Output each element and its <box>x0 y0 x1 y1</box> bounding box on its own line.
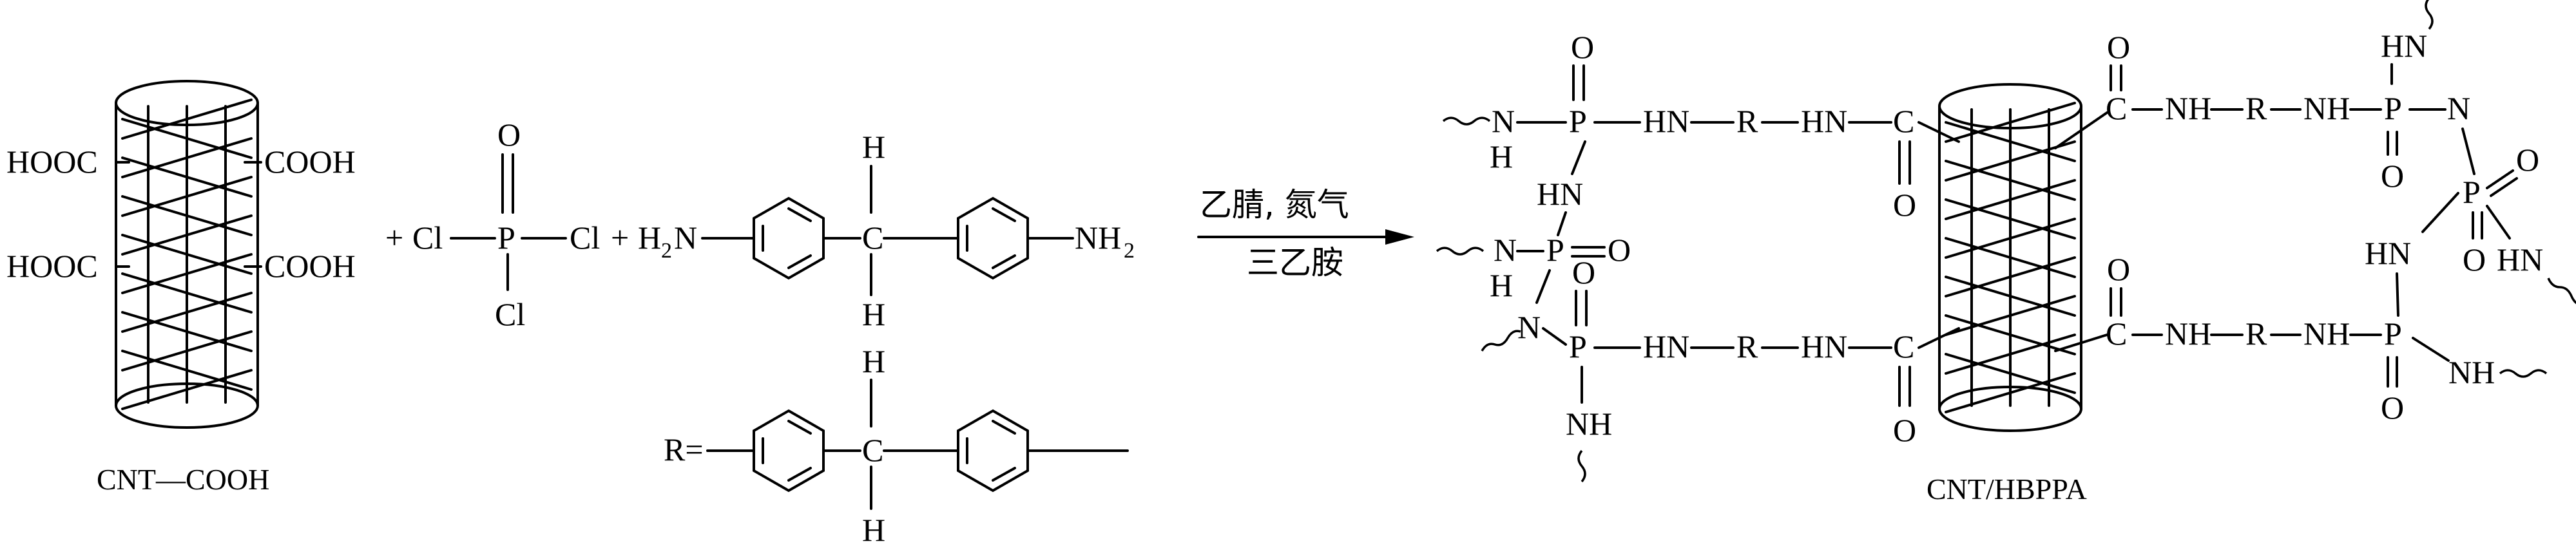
oxygen-label: O <box>2381 390 2404 426</box>
nh-label: NH <box>1566 406 1612 442</box>
r-prefix-label: R= <box>664 431 704 467</box>
nitrogen-label: N <box>1517 309 1541 345</box>
chlorine-label: Cl <box>570 220 600 256</box>
amine-nh-label: NH <box>1075 220 1121 256</box>
oxygen-label: O <box>2107 29 2130 65</box>
hn-label: HN <box>2497 241 2543 278</box>
oxygen-label: O <box>497 117 521 153</box>
hn-label: HN <box>1537 176 1583 212</box>
cnt-hbppa-caption: CNT/HBPPA <box>1927 473 2087 505</box>
amine-n-label: N <box>674 220 697 256</box>
oxygen-label: O <box>1571 29 1594 65</box>
carbonyl-c-label: C <box>1893 103 1914 139</box>
chlorine-label: Cl <box>495 296 525 332</box>
nh-label: NH <box>2165 90 2211 126</box>
phosphorus-label: P <box>1569 328 1587 364</box>
methylene-h-label: H <box>862 512 885 546</box>
chlorine-label: Cl <box>412 220 443 256</box>
oxygen-label: O <box>2381 158 2404 194</box>
cnt-hbppa-product: N H P O HN R HN C O HN N H P O N <box>1436 0 2576 505</box>
nitrogen-label: N <box>1494 232 1517 268</box>
carbonyl-c-label: C <box>2106 315 2127 352</box>
benzene-ring-icon <box>753 197 825 279</box>
r-label: R <box>1736 328 1758 364</box>
r-group-definition: R= C H H <box>664 343 1129 546</box>
nh-label: NH <box>2303 90 2350 126</box>
oxygen-label: O <box>1608 232 1631 268</box>
hn-label: HN <box>1643 328 1689 364</box>
cooh-group-label: HOOC <box>6 248 98 284</box>
oxygen-label: O <box>2107 251 2130 287</box>
hn-label: HN <box>1801 328 1847 364</box>
conditions-above: 乙腈, 氮气 <box>1200 186 1349 223</box>
carbonyl-c-label: C <box>1893 328 1914 364</box>
nh-label: NH <box>2303 315 2350 352</box>
oxygen-label: O <box>1572 254 1595 290</box>
plus-sign: + <box>385 220 403 256</box>
carbonyl-c-label: C <box>2106 90 2127 126</box>
amine-h-label: H <box>638 220 661 256</box>
conditions-below: 三乙胺 <box>1247 244 1343 281</box>
r-label: R <box>2245 90 2267 126</box>
phosphorus-label: P <box>2384 90 2402 126</box>
cnt-cooh: HOOC COOH HOOC COOH CNT—COOH <box>6 80 356 496</box>
plus-sign: + <box>611 220 629 256</box>
methylene-c-label: C <box>862 432 883 468</box>
nitrogen-label: N <box>2447 90 2470 126</box>
hn-label: HN <box>2381 28 2427 64</box>
nh-label: NH <box>2448 354 2495 390</box>
hn-label: HN <box>1643 103 1689 139</box>
nitrogen-label: N <box>1492 103 1515 139</box>
methylene-h-label: H <box>862 343 885 379</box>
oxygen-label: O <box>2463 241 2486 278</box>
carbon-nanotube-icon <box>115 80 259 429</box>
methylene-h-label: H <box>862 296 885 332</box>
r-label: R <box>2245 315 2267 352</box>
methylene-c-label: C <box>862 220 883 256</box>
phosphorus-label: P <box>1569 103 1587 139</box>
nh-label: NH <box>2165 315 2211 352</box>
cooh-group-label: COOH <box>264 248 356 284</box>
hydrogen-label: H <box>1490 267 1513 303</box>
benzene-ring-icon <box>957 197 1029 279</box>
oxygen-label: O <box>2516 142 2539 178</box>
cooh-group-label: HOOC <box>6 144 98 180</box>
methylene-h-label: H <box>862 129 885 165</box>
oxygen-label: O <box>1893 187 1916 223</box>
phosphorus-label: P <box>2384 315 2402 352</box>
r-label: R <box>1736 103 1758 139</box>
phosphorus-label: P <box>1546 232 1564 268</box>
oxygen-label: O <box>1893 412 1916 448</box>
amine-subscript: 2 <box>661 239 672 263</box>
hydrogen-label: H <box>1490 138 1513 174</box>
methylenedianiline: + H 2 N C H H NH 2 <box>611 129 1135 332</box>
carbon-nanotube-icon <box>1938 83 2082 432</box>
amine-subscript: 2 <box>1124 239 1135 263</box>
phosphorus-label: P <box>497 220 515 256</box>
phosphoryl-chloride: + Cl P Cl O Cl <box>385 117 600 332</box>
cooh-group-label: COOH <box>264 144 356 180</box>
hn-label: HN <box>2365 235 2411 271</box>
phosphorus-label: P <box>2463 174 2481 210</box>
cnt-cooh-caption: CNT—COOH <box>97 463 269 496</box>
reaction-arrow: 乙腈, 氮气 三乙胺 <box>1197 186 1414 281</box>
benzene-ring-icon <box>957 410 1029 492</box>
benzene-ring-icon <box>753 410 825 492</box>
hn-label: HN <box>1801 103 1847 139</box>
